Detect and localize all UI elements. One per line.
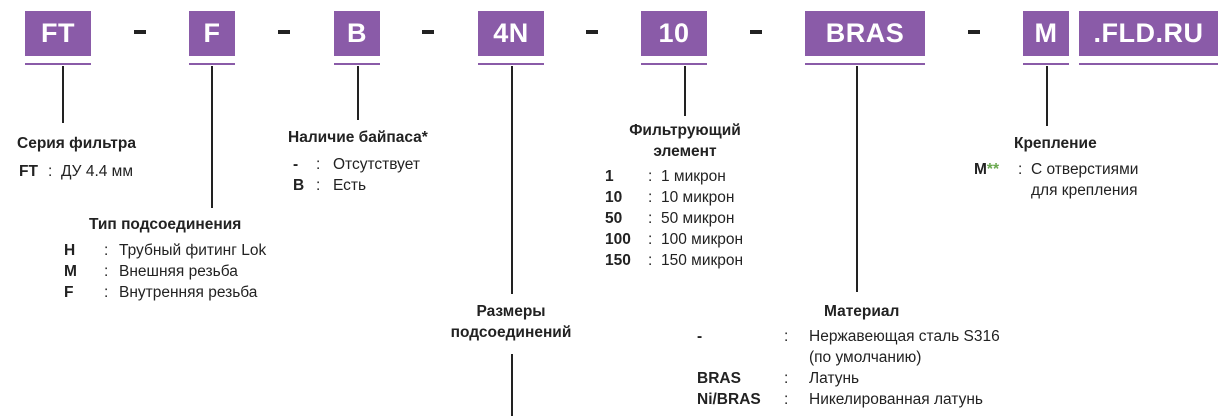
leader-line-size [511,66,513,294]
bypass-desc: Отсутствует [333,156,420,173]
connection-type-code: M [64,263,77,280]
code-box-bypass: B [334,11,380,56]
connection-type-code: F [64,284,74,301]
mounting-desc-line2: для крепления [1031,182,1138,199]
leader-line-size-bottom [511,354,513,416]
code-box-mounting: M [1023,11,1069,56]
code-underline [334,63,380,65]
code-underline [805,63,925,65]
element-title-line1: Фильтрующий [629,122,741,139]
connection-type-sep: : [104,242,109,259]
separator-dash [586,30,598,34]
element-code: 100 [605,231,631,248]
leader-line-element [684,66,686,116]
element-code: 1 [605,168,614,185]
series-title: Серия фильтра [17,135,136,152]
material-title: Материал [824,303,900,320]
mounting-sep: : [1018,161,1023,178]
bypass-sep: : [316,177,321,194]
element-desc: 100 микрон [661,231,744,248]
element-sep: : [648,252,653,269]
series-sep: : [48,163,53,180]
code-box-material: BRAS [805,11,925,56]
element-title-line2: элемент [653,143,717,160]
connection-type-desc: Внешняя резьба [119,263,238,280]
connection-type-desc: Трубный фитинг Lok [119,242,267,259]
element-sep: : [648,210,653,227]
element-code: 50 [605,210,623,227]
code-box-suffix: .FLD.RU [1079,11,1218,56]
element-desc: 10 микрон [661,189,735,206]
bypass-sep: : [316,156,321,173]
element-desc: 150 микрон [661,252,744,269]
code-box-size: 4N [478,11,544,56]
element-desc: 1 микрон [661,168,726,185]
separator-dash [968,30,980,34]
leader-line-series [62,66,64,123]
connection-type-sep: : [104,263,109,280]
connection-type-title: Тип подсоединения [89,216,242,233]
connection-type-sep: : [104,284,109,301]
connection-type-desc: Внутренняя резьба [119,284,258,301]
separator-dash [278,30,290,34]
code-underline [641,63,707,65]
material-code: Ni/BRAS [697,391,761,408]
element-code: 10 [605,189,623,206]
bypass-desc: Есть [333,177,367,194]
material-sep: : [784,328,789,345]
material-code: BRAS [697,370,741,387]
bypass-code: - [293,156,299,173]
mounting-title: Крепление [1014,135,1097,152]
bypass-code: B [293,177,305,194]
element-code: 150 [605,252,631,269]
element-sep: : [648,189,653,206]
mounting-code-letter: M [974,161,987,178]
footnote-marker: ** [986,161,999,178]
code-underline [25,63,91,65]
separator-dash [750,30,762,34]
code-underline [1079,63,1218,65]
bypass-title: Наличие байпаса* [288,129,428,146]
material-code: - [697,328,703,345]
leader-line-material [856,66,858,292]
material-desc-note: (по умолчанию) [809,349,922,366]
series-desc: ДУ 4.4 мм [61,163,133,180]
code-box-series: FT [25,11,91,56]
element-desc: 50 микрон [661,210,735,227]
separator-dash [134,30,146,34]
code-underline [189,63,235,65]
size-title-line1: Размеры [476,303,546,320]
material-desc: Никелированная латунь [809,391,983,408]
material-desc: Латунь [809,370,860,387]
leader-line-connection-type [211,66,213,208]
element-sep: : [648,231,653,248]
mounting-code: M** [974,159,999,180]
code-underline [1023,63,1069,65]
leader-line-mounting [1046,66,1048,126]
code-box-connection-type: F [189,11,235,56]
mounting-desc: С отверстиями [1031,161,1139,178]
material-desc: Нержавеющая сталь S316 [809,328,1000,345]
separator-dash [422,30,434,34]
series-code: FT [19,163,38,180]
code-box-element: 10 [641,11,707,56]
connection-type-code: H [64,242,76,259]
leader-line-bypass [357,66,359,120]
material-sep: : [784,391,789,408]
size-title-line2: подсоединений [450,324,572,341]
code-underline [478,63,544,65]
material-sep: : [784,370,789,387]
element-sep: : [648,168,653,185]
